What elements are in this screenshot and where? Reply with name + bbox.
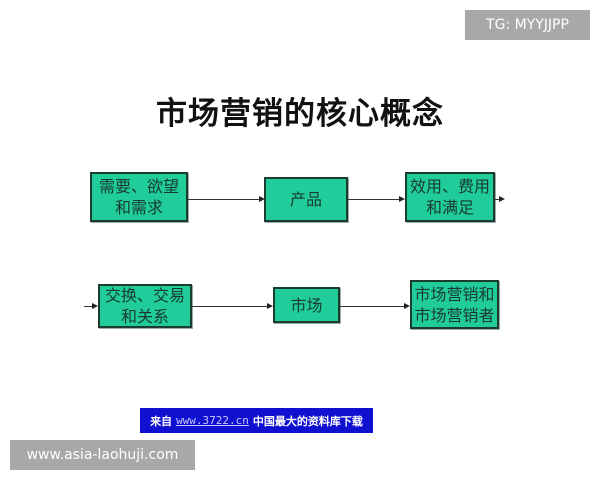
- box-line: 需要、欲望: [98, 177, 179, 196]
- box-line: 产品: [289, 190, 322, 209]
- box-line: 和关系: [120, 307, 169, 326]
- box-marketing-and-marketers: 市场营销和市场营销者: [410, 280, 499, 329]
- arrow-right-icon: [92, 303, 98, 309]
- arrow-right-icon: [267, 303, 273, 309]
- arrow-right-icon: [399, 196, 405, 202]
- box-products: 产品: [264, 177, 348, 222]
- connector-line: [340, 306, 405, 307]
- box-value-cost-satisfaction: 效用、费用和满足: [405, 172, 495, 222]
- box-line: 市场营销者: [414, 305, 495, 325]
- arrow-right-icon: [499, 196, 505, 202]
- box-line: 和需求: [114, 198, 163, 217]
- connector-line: [348, 199, 400, 200]
- arrow-right-icon: [404, 303, 410, 309]
- slide-title: 市场营销的核心概念: [156, 96, 444, 132]
- banner-link[interactable]: www.3722.cn: [176, 414, 249, 427]
- box-line: 和满足: [425, 198, 474, 217]
- connector-line: [84, 306, 93, 307]
- box-line: 交换、交易: [104, 286, 185, 305]
- box-needs-wants-demands: 需要、欲望和需求: [90, 172, 188, 222]
- box-line: 市场: [290, 295, 323, 315]
- box-line: 效用、费用: [409, 177, 490, 196]
- arrow-right-icon: [259, 196, 265, 202]
- top-watermark-badge: TG: MYYJJPP: [465, 10, 590, 40]
- connector-line: [192, 306, 268, 307]
- box-exchange-transactions-relationships: 交换、交易和关系: [98, 284, 192, 328]
- banner-suffix: 中国最大的资料库下载: [252, 414, 363, 428]
- source-banner: 来自 www.3722.cn 中国最大的资料库下载: [140, 408, 373, 433]
- bottom-watermark-badge: www.asia-laohuji.com: [10, 440, 195, 470]
- connector-line: [188, 199, 260, 200]
- box-line: 市场营销和: [414, 284, 495, 304]
- banner-prefix: 来自: [150, 414, 173, 428]
- box-markets: 市场: [273, 287, 340, 323]
- connector-line: [495, 199, 500, 200]
